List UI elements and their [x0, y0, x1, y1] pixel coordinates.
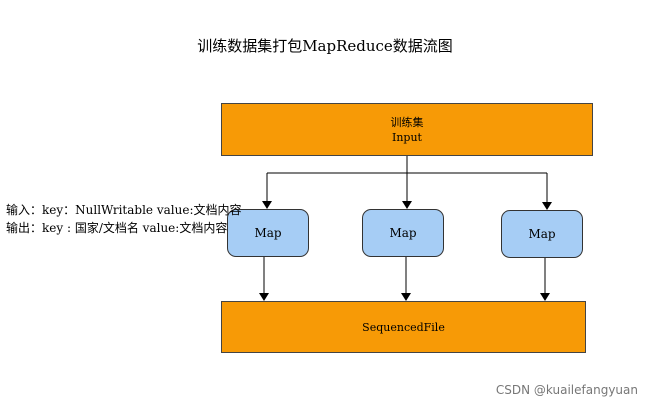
map-node-3: Map: [501, 210, 583, 258]
input-box-label: 训练集: [390, 115, 424, 129]
map-node-1: Map: [227, 209, 309, 257]
map-node-label: Map: [528, 227, 556, 241]
input-box-sublabel: Input: [392, 130, 422, 144]
watermark: CSDN @kuailefangyuan: [495, 383, 638, 397]
input-note: 输入：key：NullWritable value:文档内容: [6, 203, 242, 217]
map-node-label: Map: [254, 226, 282, 240]
map-node-label: Map: [389, 226, 417, 240]
diagram-title: 训练数据集打包MapReduce数据流图: [197, 37, 453, 55]
output-box: SequencedFile: [221, 301, 586, 353]
map-node-2: Map: [362, 209, 444, 257]
output-box-label: SequencedFile: [362, 320, 445, 334]
input-box: 训练集 Input: [221, 103, 593, 156]
output-note: 输出：key : 国家/文档名 value:文档内容: [6, 221, 228, 235]
